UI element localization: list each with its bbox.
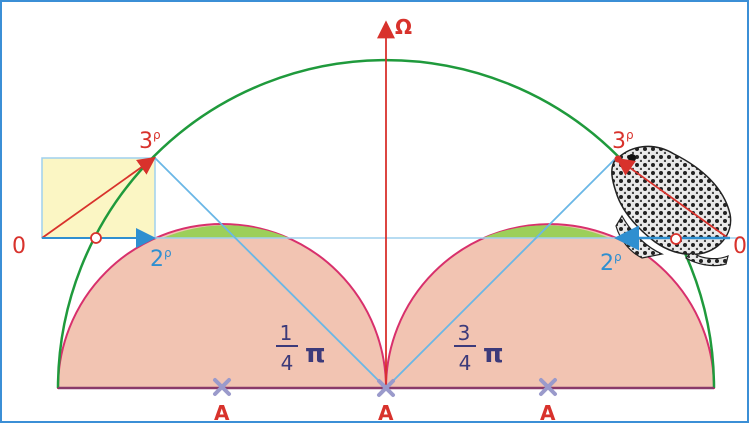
frog-illustration (611, 145, 732, 267)
label-base-right: A (540, 401, 556, 425)
right-green-cap (482, 225, 610, 239)
pi-symbol-left: π (305, 339, 326, 369)
left-half-disc (56, 223, 388, 389)
diagonal-line-left (154, 157, 387, 389)
diagonal-line-right (385, 157, 617, 389)
label-two-rho-left: 2ρ (150, 246, 172, 272)
cross-marker-center (377, 379, 395, 397)
fraction-left-numerator: 1 (280, 321, 293, 345)
pi-symbol-right: π (483, 339, 504, 369)
fraction-three-quarter-pi: 3 4 π (454, 321, 504, 375)
label-base-center: A (378, 401, 394, 425)
fraction-right-numerator: 3 (458, 321, 471, 345)
right-circle-marker (670, 233, 682, 245)
cross-marker-left (213, 378, 231, 396)
left-green-cap (162, 225, 290, 239)
red-vector-right (616, 157, 729, 239)
label-zero-left: 0 (12, 234, 26, 259)
right-point-3rho (614, 155, 622, 163)
fraction-left-denominator: 4 (281, 351, 294, 375)
label-three-rho-left: 3ρ (139, 128, 161, 154)
fraction-one-quarter-pi: 1 4 π (276, 321, 326, 375)
label-base-left: A (214, 401, 230, 425)
red-vector-left (41, 156, 156, 239)
left-circle-marker (90, 232, 102, 244)
cross-marker-right (539, 378, 557, 396)
label-axis-top: Ω (395, 15, 412, 39)
right-half-disc (384, 223, 716, 389)
label-three-rho-right: 3ρ (612, 128, 634, 154)
label-two-rho-right: 2ρ (600, 250, 622, 276)
label-zero-right: 0 (733, 234, 747, 259)
fraction-right-denominator: 4 (459, 351, 472, 375)
